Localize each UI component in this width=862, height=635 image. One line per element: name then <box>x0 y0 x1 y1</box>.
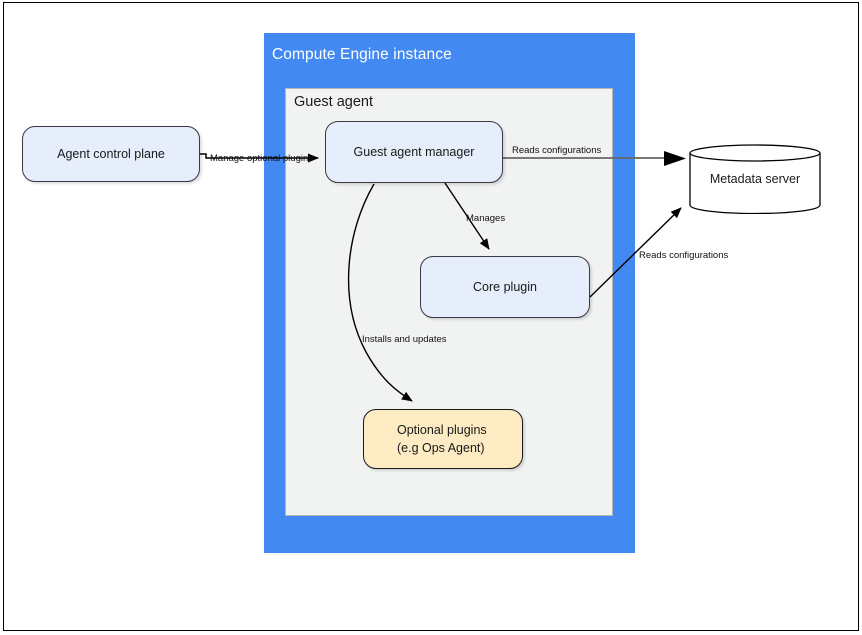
node-agent-control-plane[interactable]: Agent control plane <box>22 126 200 182</box>
cylinder-icon <box>689 144 821 215</box>
node-guest-agent-manager-label: Guest agent manager <box>353 144 475 159</box>
edge-installs-and-updates <box>347 183 413 402</box>
node-metadata-server-label: Metadata server <box>709 172 801 186</box>
compute-engine-instance-title: Compute Engine instance <box>272 46 452 63</box>
edge-reads-configurations-top <box>503 151 686 166</box>
node-optional-plugins[interactable]: Optional plugins (e.g Ops Agent) <box>363 409 523 469</box>
edge-manage-optional-plugins <box>200 153 319 163</box>
node-agent-control-plane-label: Agent control plane <box>57 146 165 161</box>
edge-reads-configurations-bottom <box>589 207 682 298</box>
node-guest-agent-manager[interactable]: Guest agent manager <box>325 121 503 183</box>
guest-agent-title: Guest agent <box>294 94 373 110</box>
node-core-plugin[interactable]: Core plugin <box>420 256 590 318</box>
edge-label-reads-configurations-bottom: Reads configurations <box>639 250 729 261</box>
edge-manages <box>444 182 490 250</box>
edge-label-manages: Manages <box>466 213 506 224</box>
node-metadata-server[interactable]: Metadata server <box>689 144 821 215</box>
edge-label-manage-optional-plugins: Manage optional plugins <box>210 153 313 164</box>
edge-label-reads-configurations-top: Reads configurations <box>512 145 602 156</box>
node-optional-plugins-label-line1: Optional plugins <box>397 422 487 437</box>
node-optional-plugins-label-line2: (e.g Ops Agent) <box>397 441 485 455</box>
edge-label-installs-and-updates: Installs and updates <box>362 334 447 345</box>
node-core-plugin-label: Core plugin <box>473 279 537 294</box>
